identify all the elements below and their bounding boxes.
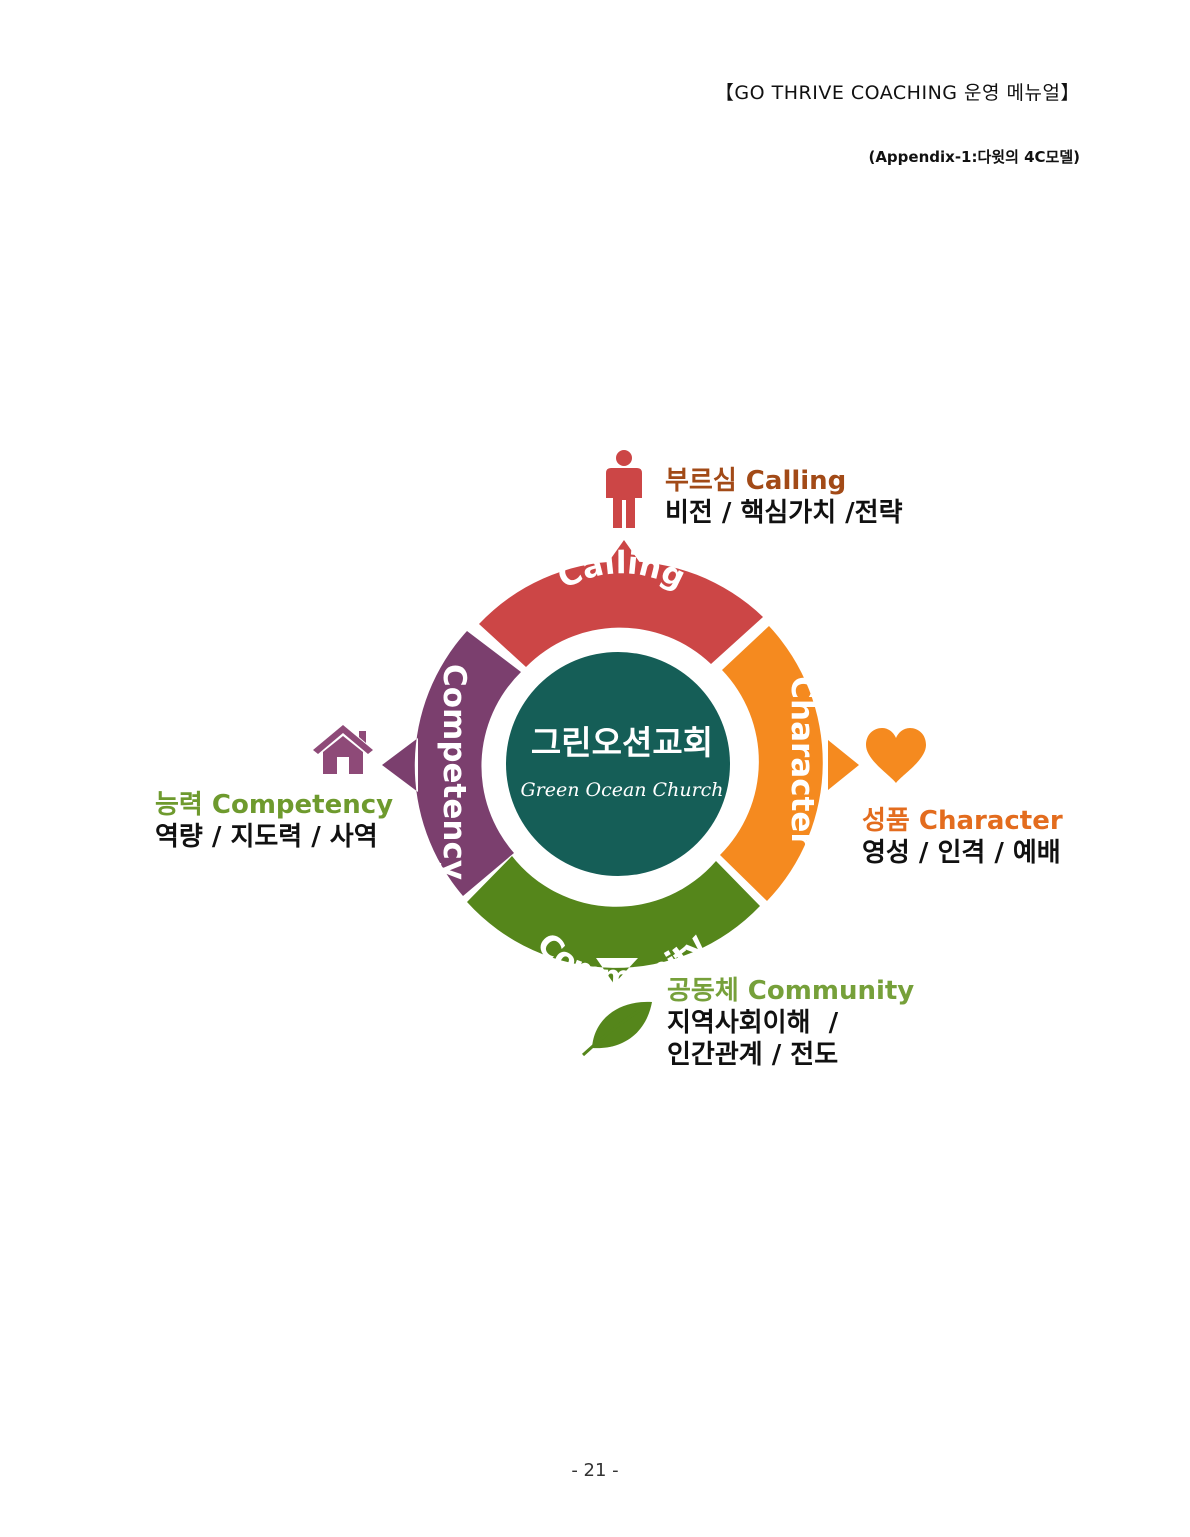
ring-segment-community [467, 856, 760, 984]
annotation-desc-character: 영성 / 인격 / 예배 [862, 838, 1061, 868]
annotation-desc-calling: 비전 / 핵심가치 /전략 [665, 498, 903, 528]
annotation-title-calling: 부르심 Calling [665, 466, 847, 496]
ring-label-competency: Competency [436, 664, 472, 880]
document-title: 【GO THRIVE COACHING 운영 메뉴얼】 [714, 82, 1080, 104]
ring-label-character: Character [784, 676, 820, 848]
annotation-desc-community-line2: 인간관계 / 전도 [667, 1040, 839, 1070]
annotation-desc-community-line1: 지역사회이해 / [667, 1008, 839, 1038]
ring-segment-character [720, 626, 859, 901]
church-name-korean: 그린오션교회 [531, 723, 713, 762]
annotation-community: 공동체 Community 지역사회이해 / 인간관계 / 전도 [667, 975, 914, 1071]
church-name-english: Green Ocean Church [520, 779, 723, 801]
annotation-title-community: 공동체 Community [667, 976, 915, 1006]
center-circle [506, 652, 730, 876]
annotation-title-competency: 능력 Competency [155, 790, 394, 820]
heart-icon [866, 728, 926, 783]
page-number: - 21 - [571, 1460, 619, 1481]
ring-segment-competency [382, 631, 521, 896]
appendix-subtitle: (Appendix-1:다윗의 4C모델) [868, 148, 1080, 166]
annotation-title-character: 성품 Character [862, 806, 1063, 836]
house-icon [313, 725, 373, 774]
annotation-character: 성품 Character 영성 / 인격 / 예배 [862, 805, 1063, 869]
annotation-calling: 부르심 Calling 비전 / 핵심가치 /전략 [665, 465, 903, 529]
person-icon [606, 450, 642, 528]
ring-segment-calling [479, 540, 763, 667]
annotation-desc-competency: 역량 / 지도력 / 사역 [155, 822, 378, 852]
leaf-icon [581, 1001, 652, 1057]
annotation-competency: 능력 Competency 역량 / 지도력 / 사역 [155, 789, 393, 853]
